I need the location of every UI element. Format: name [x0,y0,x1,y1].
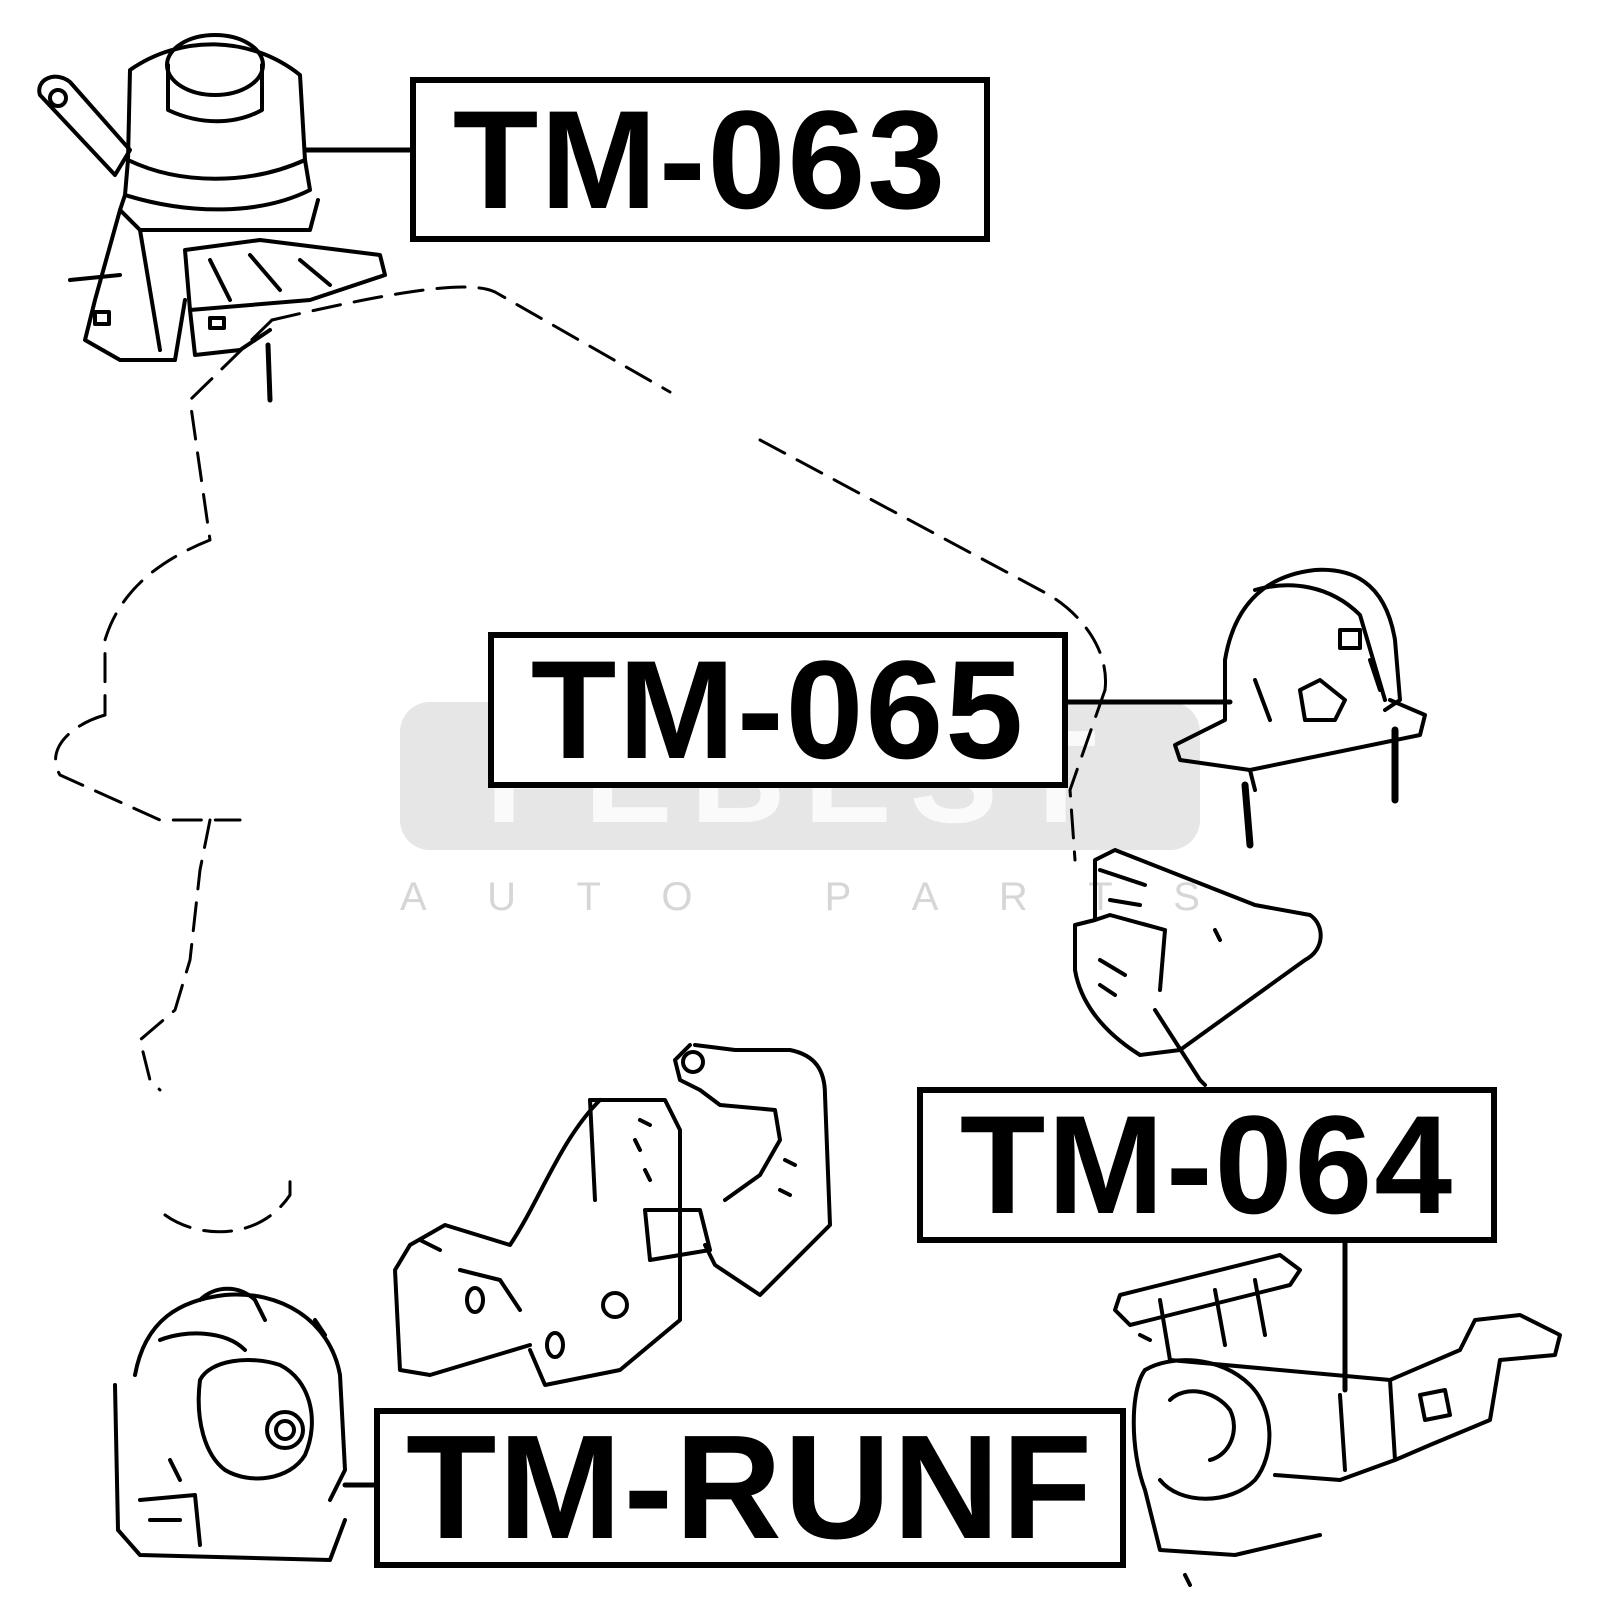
watermark-letter: T [576,874,601,919]
watermark-letter: U [487,874,517,919]
watermark-letter: R [998,874,1028,919]
center-bracket-drawing [393,1043,832,1387]
watermark-letter: P [824,874,852,919]
part-number-text: TM-063 [452,80,948,238]
part-label-tm065: TM-065 [488,632,1068,788]
watermark-letter: A [911,874,939,919]
watermark-letter: O [661,874,693,919]
mount-tm065-drawing [1173,567,1427,849]
engine-outline [54,285,1108,1234]
part-label-tmrunf: TM-RUNF [374,1408,1126,1568]
mount-runf-drawing [113,1286,347,1562]
part-label-tm063: TM-063 [410,77,990,242]
part-number-text: TM-065 [530,631,1026,788]
part-number-text: TM-064 [959,1086,1455,1243]
watermark-subtitle: A U T O P A R T S [400,872,1200,922]
watermark-letter: A [400,874,427,919]
leader-lines [302,147,1348,1488]
mount-tm063-drawing [37,33,387,403]
watermark-letter: T [1088,874,1113,919]
part-label-tm064: TM-064 [917,1087,1497,1243]
bracket-tm064-drawing [1073,848,1323,1087]
mount-tm064-drawing [1113,1253,1562,1587]
part-number-text: TM-RUNF [405,1405,1095,1570]
